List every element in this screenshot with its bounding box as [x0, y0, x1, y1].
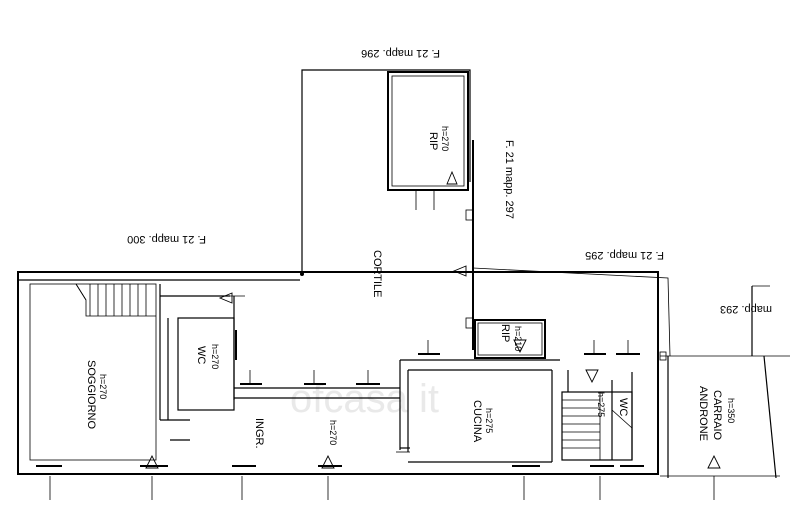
svg-text:ANDRONE: ANDRONE — [697, 386, 709, 441]
svg-text:SOGGIORNO: SOGGIORNO — [85, 360, 97, 430]
svg-text:h=210: h=210 — [513, 326, 523, 351]
room-wc-right: WC — [617, 398, 629, 416]
stair-right — [561, 370, 633, 461]
entrance-arrows — [145, 170, 721, 469]
rip-top-room — [387, 71, 474, 221]
label-mapp-295: F. 21 mapp. 295 — [585, 249, 664, 261]
main-building — [17, 271, 659, 475]
room-cucina: CUCINA h=275 — [471, 400, 494, 443]
room-stair-height: h=275 — [596, 392, 606, 417]
room-ingr: INGR. h=270 — [253, 418, 338, 449]
svg-text:RIP: RIP — [499, 324, 511, 342]
courtyard-boundary — [300, 69, 671, 357]
svg-text:CUCINA: CUCINA — [471, 400, 483, 443]
svg-text:INGR.: INGR. — [253, 418, 265, 449]
svg-text:h=275: h=275 — [484, 408, 494, 433]
svg-text:h=270: h=270 — [98, 374, 108, 399]
room-soggiorno: SOGGIORNO h=270 — [85, 360, 108, 430]
svg-text:h=350: h=350 — [726, 398, 736, 423]
room-cortile: CORTILE — [371, 250, 383, 297]
svg-text:h=270: h=270 — [210, 344, 220, 369]
label-mapp-297: F. 21 mapp. 297 — [503, 140, 515, 219]
svg-text:h=270: h=270 — [328, 420, 338, 445]
svg-text:WC: WC — [617, 398, 629, 416]
svg-text:h=275: h=275 — [596, 392, 606, 417]
label-mapp-293: mapp. 293 — [720, 303, 772, 315]
androne-area — [659, 285, 790, 479]
svg-text:RIP: RIP — [427, 132, 439, 150]
label-mapp-300: F. 21 mapp. 300 — [127, 233, 206, 245]
room-wc-left: WC h=270 — [195, 344, 220, 369]
svg-text:h=270: h=270 — [440, 126, 450, 151]
room-rip-small: RIP h=210 — [499, 324, 523, 351]
room-rip-top: RIP h=270 — [427, 126, 450, 151]
svg-text:WC: WC — [195, 346, 207, 364]
rip-small-room — [465, 317, 546, 359]
label-mapp-296: F. 21 mapp. 296 — [361, 47, 440, 59]
room-androne-carraio: ANDRONE CARRAIO h=350 — [697, 386, 736, 441]
stair-top-left — [75, 283, 156, 317]
svg-text:CORTILE: CORTILE — [371, 250, 383, 297]
svg-text:CARRAIO: CARRAIO — [711, 390, 723, 441]
tick-marks — [49, 340, 715, 500]
